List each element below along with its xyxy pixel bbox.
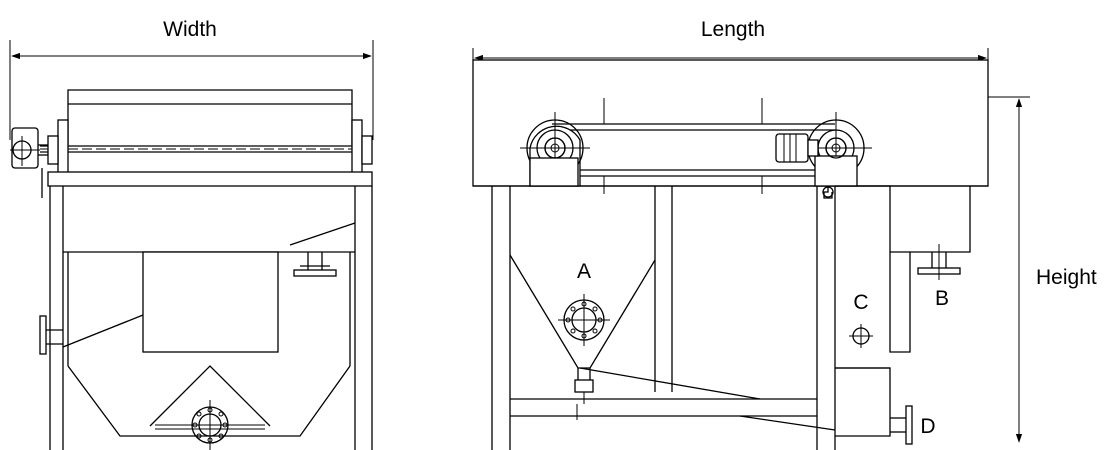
connection-d-flange	[890, 405, 913, 445]
connection-label-c: C	[853, 291, 868, 314]
connection-a-flange	[558, 294, 610, 346]
connection-label-a: A	[577, 260, 591, 283]
bottom-outlet-flange	[155, 400, 265, 450]
length-dimension-line	[472, 48, 989, 62]
width-dimension-line	[9, 40, 374, 140]
gear-motor	[775, 133, 819, 163]
drive-motor	[10, 127, 48, 198]
connection-label-b: B	[935, 287, 949, 310]
width-dimension-label: Width	[163, 18, 217, 41]
connection-c-port	[849, 324, 873, 348]
side-view	[10, 89, 373, 450]
head-pulley-left	[520, 112, 590, 187]
connection-b-flange	[917, 244, 961, 280]
connection-label-d: D	[920, 415, 935, 438]
height-dimension-label: Height	[1036, 266, 1097, 289]
front-view	[472, 59, 989, 450]
length-dimension-label: Length	[701, 18, 765, 41]
